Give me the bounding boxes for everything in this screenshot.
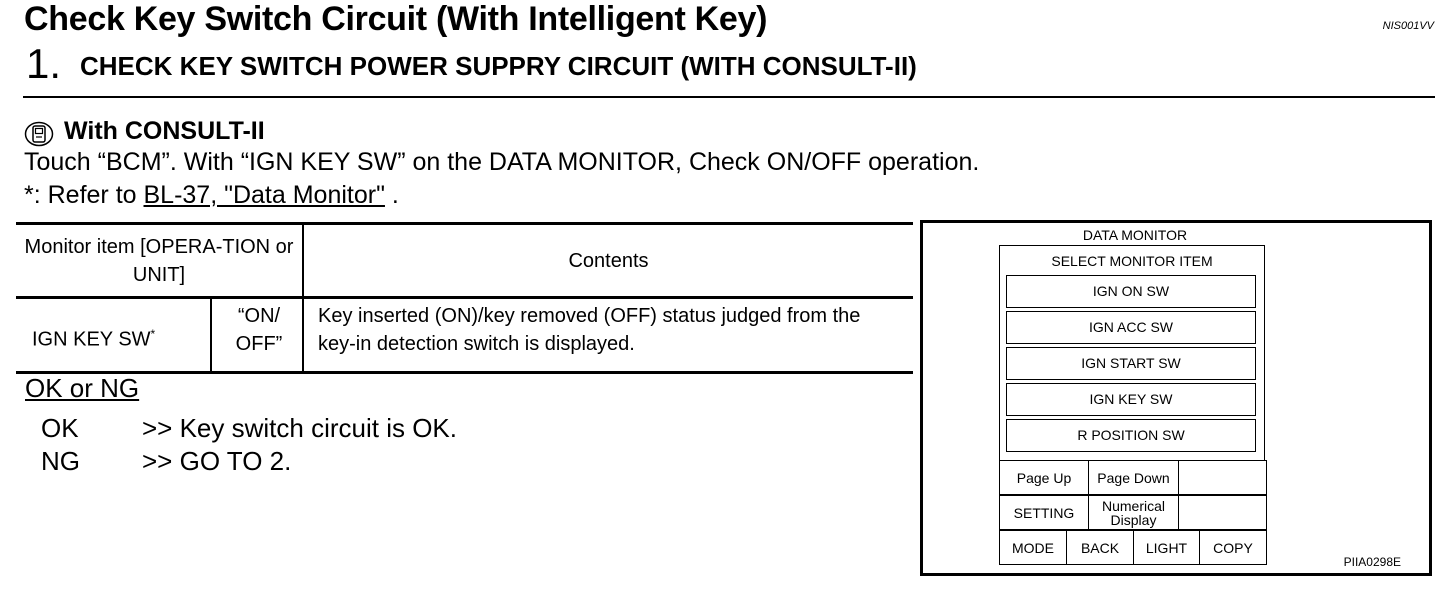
instruction-text: Touch “BCM”. With “IGN KEY SW” on the DA… <box>24 148 980 176</box>
copy-button[interactable]: COPY <box>1199 530 1267 565</box>
row-monitor-item: IGN KEY SW* <box>32 320 155 354</box>
ok-result-text: >> Key switch circuit is OK. <box>142 413 457 443</box>
monitor-item-name: IGN KEY SW <box>32 328 151 351</box>
blank-button <box>1178 495 1267 530</box>
header-divider <box>23 96 1435 98</box>
monitor-item-ign-start-sw[interactable]: IGN START SW <box>1006 347 1256 380</box>
header-contents: Contents <box>568 250 649 272</box>
blank-button <box>1178 460 1267 495</box>
table-header-divider <box>16 296 913 299</box>
mode-button[interactable]: MODE <box>999 530 1067 565</box>
reference-line: *: Refer to BL-37, "Data Monitor" . <box>24 181 399 210</box>
row-unit: “ON/ OFF” <box>235 305 283 355</box>
row-contents: Key inserted (ON)/key removed (OFF) stat… <box>318 305 861 355</box>
page-up-button[interactable]: Page Up <box>999 460 1089 495</box>
ng-code: NG <box>41 446 80 476</box>
ok-code: OK <box>41 413 79 443</box>
page-title: Check Key Switch Circuit (With Intellige… <box>24 0 768 38</box>
screen-title: DATA MONITOR <box>1082 227 1188 243</box>
ng-result-text: >> GO TO 2. <box>142 446 292 476</box>
step-title: CHECK KEY SWITCH POWER SUPPRY CIRCUIT (W… <box>80 51 917 81</box>
setting-button[interactable]: SETTING <box>999 495 1089 530</box>
monitor-item-ign-key-sw[interactable]: IGN KEY SW <box>1006 383 1256 416</box>
reference-link[interactable]: BL-37, "Data Monitor" <box>143 181 385 209</box>
monitor-item-list: SELECT MONITOR ITEM IGN ON SW IGN ACC SW… <box>999 245 1265 461</box>
footnote-mark: * <box>150 327 156 341</box>
consult-heading: With CONSULT-II <box>64 117 265 145</box>
data-monitor-screen-figure: DATA MONITOR SELECT MONITOR ITEM IGN ON … <box>920 220 1432 576</box>
step-number: 1. <box>26 40 62 87</box>
figure-code: PIIA0298E <box>1343 555 1401 569</box>
ok-ng-label: OK or NG <box>25 373 140 403</box>
numerical-display-button[interactable]: Numerical Display <box>1088 495 1179 530</box>
document-id: NIS001VV <box>1382 20 1434 32</box>
monitor-item-ign-acc-sw[interactable]: IGN ACC SW <box>1006 311 1256 344</box>
monitor-item-table: Monitor item [OPERA-TION or UNIT] Conten… <box>16 222 913 374</box>
light-button[interactable]: LIGHT <box>1133 530 1200 565</box>
monitor-item-r-position-sw[interactable]: R POSITION SW <box>1006 419 1256 452</box>
table-column-divider <box>210 299 212 371</box>
table-column-divider <box>302 225 304 371</box>
consult-tester-icon <box>24 121 54 147</box>
page-down-button[interactable]: Page Down <box>1088 460 1179 495</box>
reference-prefix: *: Refer to <box>24 181 144 209</box>
monitor-item-ign-on-sw[interactable]: IGN ON SW <box>1006 275 1256 308</box>
header-monitor-item: Monitor item [OPERA-TION or UNIT] <box>24 236 294 286</box>
reference-suffix: . <box>384 181 399 209</box>
back-button[interactable]: BACK <box>1066 530 1134 565</box>
screen-subtitle: SELECT MONITOR ITEM <box>1051 253 1213 269</box>
